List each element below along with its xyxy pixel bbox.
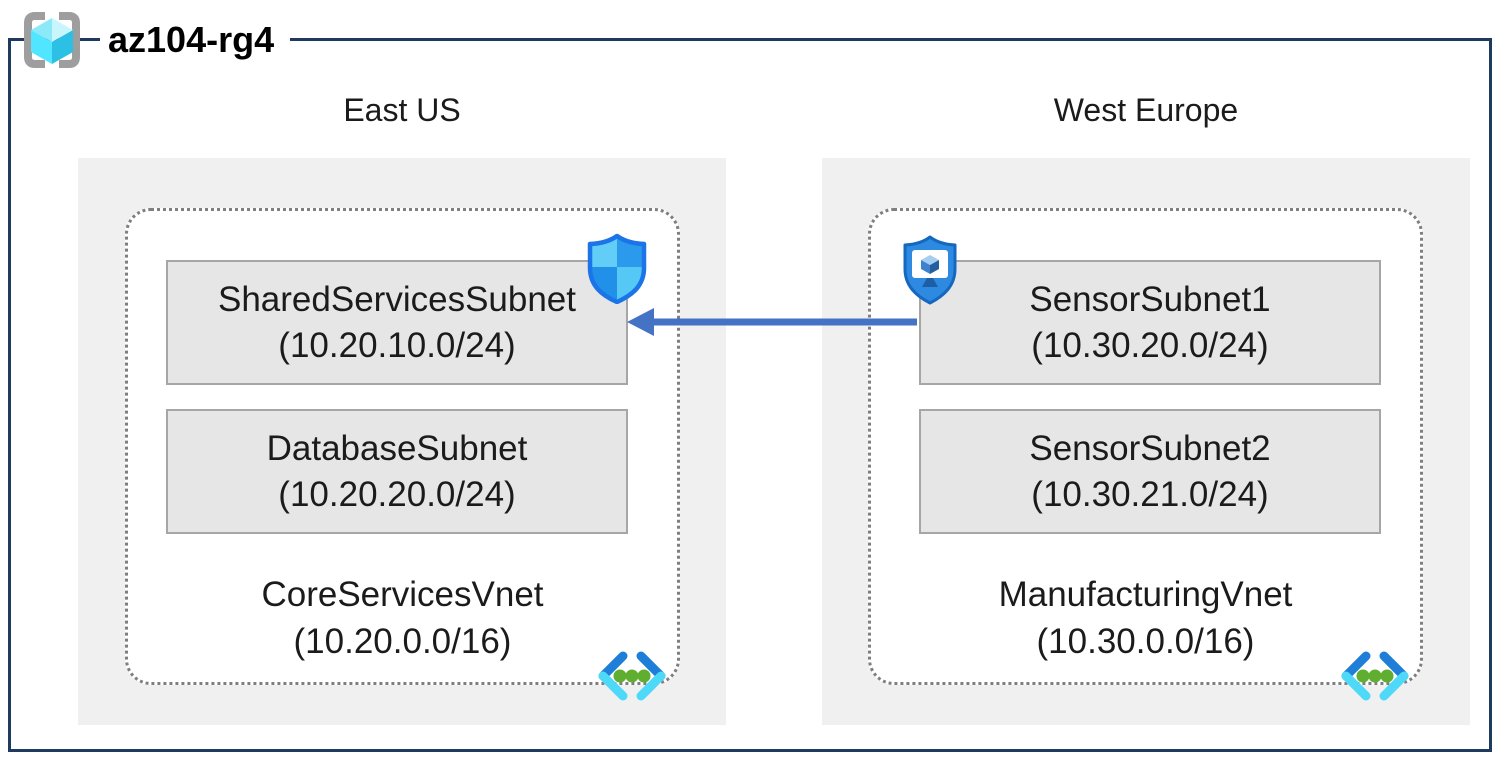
subnet-cidr: (10.20.20.0/24) — [278, 474, 516, 514]
vnet-manufacturing: SensorSubnet1 (10.30.20.0/24) SensorSubn… — [868, 208, 1423, 701]
subnet-cidr: (10.30.21.0/24) — [1031, 474, 1269, 514]
vnet-coreservices: SharedServicesSubnet (10.20.10.0/24) Dat… — [125, 208, 680, 701]
peering-arrow — [627, 308, 917, 336]
resource-group-title: az104-rg4 — [18, 5, 291, 75]
virtual-network-icon — [598, 651, 666, 701]
subnet-sharedservices: SharedServicesSubnet (10.20.10.0/24) — [166, 260, 628, 385]
resource-group-icon — [24, 12, 80, 68]
region-label-east-us: East US — [343, 92, 461, 128]
subnet-name: DatabaseSubnet — [266, 428, 528, 468]
vnet-cidr: (10.20.0.0/16) — [293, 622, 512, 661]
subnet-name: SensorSubnet2 — [1029, 428, 1271, 468]
region-label-west-europe: West Europe — [1053, 92, 1239, 128]
resource-group-name: az104-rg4 — [100, 16, 291, 64]
subnet-cidr: (10.30.20.0/24) — [1031, 325, 1269, 365]
vnet-label-manufacturing: ManufacturingVnet (10.30.0.0/16) — [871, 571, 1420, 665]
nsg-shield-icon — [587, 233, 647, 304]
shielded-device-icon — [903, 235, 957, 305]
subnet-name: SharedServicesSubnet — [218, 279, 576, 319]
virtual-network-icon — [1341, 651, 1409, 701]
subnet-sensor1: SensorSubnet1 (10.30.20.0/24) — [919, 260, 1381, 385]
vnet-cidr: (10.30.0.0/16) — [1036, 622, 1255, 661]
vnet-label-coreservices: CoreServicesVnet (10.20.0.0/16) — [128, 571, 677, 665]
subnet-database: DatabaseSubnet (10.20.20.0/24) — [166, 409, 628, 534]
subnet-name: SensorSubnet1 — [1029, 279, 1271, 319]
vnet-name: CoreServicesVnet — [261, 575, 544, 614]
vnet-name: ManufacturingVnet — [998, 575, 1293, 614]
subnet-cidr: (10.20.10.0/24) — [278, 325, 516, 365]
subnet-sensor2: SensorSubnet2 (10.30.21.0/24) — [919, 409, 1381, 534]
resource-group-boundary — [8, 38, 1492, 752]
